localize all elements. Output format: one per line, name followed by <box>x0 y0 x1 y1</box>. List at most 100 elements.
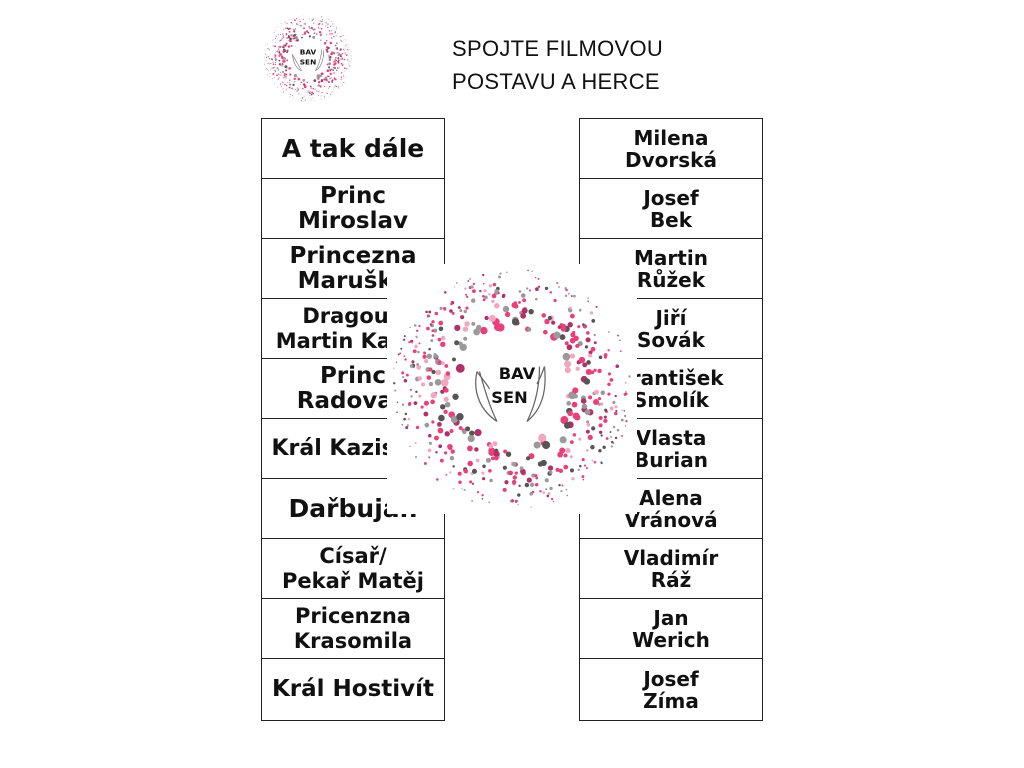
logo-dot <box>328 58 331 62</box>
logo-dot <box>278 40 281 42</box>
logo-dot <box>303 85 307 89</box>
logo-large: BAV SEN <box>387 264 637 514</box>
logo-dot <box>285 27 287 29</box>
logo-dot <box>443 387 449 393</box>
character-cell-1: A tak dále <box>262 119 444 179</box>
logo-dot <box>433 354 439 359</box>
logo-dot <box>534 297 538 301</box>
logo-dot <box>335 56 337 59</box>
logo-dot <box>321 16 323 18</box>
logo-dot <box>274 54 277 56</box>
logo-dot <box>564 367 571 374</box>
logo-dot <box>272 78 274 80</box>
logo-dot <box>308 26 311 28</box>
logo-dot <box>625 391 627 394</box>
logo-dot <box>403 417 406 421</box>
logo-dot <box>290 34 293 37</box>
logo-dot <box>410 339 414 343</box>
logo-dot <box>339 48 342 50</box>
logo-dot <box>297 89 300 91</box>
logo-dot <box>482 294 485 298</box>
title-line-1: SPOJTE FILMOVOU <box>452 36 664 61</box>
logo-dot <box>311 97 313 99</box>
logo-dot <box>312 18 314 20</box>
logo-dot <box>306 81 309 84</box>
logo-dot <box>455 282 458 284</box>
logo-large-word2: SEN <box>491 388 527 407</box>
logo-dot <box>417 350 420 354</box>
logo-dot <box>318 30 322 34</box>
logo-dot <box>519 466 524 471</box>
logo-dot <box>510 499 513 503</box>
logo-dot <box>436 478 439 481</box>
logo-dot <box>614 394 617 398</box>
logo-dot <box>333 60 336 63</box>
logo-dot <box>328 75 330 78</box>
logo-dot <box>428 367 433 372</box>
logo-dot <box>351 51 352 52</box>
logo-dot <box>593 398 600 405</box>
logo-dot <box>412 349 417 354</box>
logo-dot <box>591 426 596 431</box>
logo-dot <box>427 448 432 453</box>
logo-dot <box>280 55 284 58</box>
logo-dot <box>428 381 434 387</box>
logo-dot <box>482 477 486 481</box>
logo-dot <box>285 69 287 72</box>
logo-dot <box>333 26 335 27</box>
logo-dot <box>561 323 566 329</box>
logo-dot <box>308 97 310 98</box>
logo-dot <box>469 430 475 436</box>
logo-dot <box>301 36 303 39</box>
logo-dot <box>593 461 597 464</box>
logo-dot <box>329 26 331 28</box>
logo-dot <box>468 277 472 281</box>
logo-dot <box>393 382 396 385</box>
logo-dot <box>340 58 342 60</box>
logo-dot <box>406 424 409 427</box>
logo-dot <box>514 499 518 503</box>
logo-dot <box>404 412 408 416</box>
logo-dot <box>567 292 570 295</box>
logo-dot <box>572 433 577 437</box>
logo-dot <box>332 71 335 74</box>
logo-dot <box>462 326 469 332</box>
logo-dot <box>278 59 281 62</box>
logo-dot <box>572 330 576 335</box>
logo-dot <box>537 461 544 467</box>
logo-dot <box>612 425 616 429</box>
logo-dot <box>313 22 315 24</box>
logo-dot <box>571 401 578 408</box>
logo-dot <box>463 488 466 491</box>
logo-dot <box>282 71 284 73</box>
logo-dot <box>330 37 333 39</box>
logo-dot <box>292 83 295 86</box>
logo-dot <box>567 410 573 417</box>
logo-dot <box>488 449 496 456</box>
logo-dot <box>278 51 281 54</box>
logo-dot <box>280 86 282 88</box>
logo-dot <box>499 272 502 275</box>
logo-dot <box>405 426 409 430</box>
logo-dot <box>423 411 429 417</box>
logo-dot <box>276 67 279 70</box>
logo-dot <box>465 293 468 296</box>
logo-dot <box>325 92 327 93</box>
logo-dot <box>591 319 596 323</box>
logo-dot <box>265 59 267 61</box>
logo-dot <box>293 80 296 83</box>
logo-dot <box>278 48 280 50</box>
logo-dot <box>489 478 493 483</box>
logo-dot <box>607 349 610 352</box>
logo-dot <box>302 88 304 90</box>
logo-dot <box>321 95 323 97</box>
logo-dot <box>310 87 312 89</box>
logo-dot <box>440 404 446 410</box>
logo-dot <box>456 413 464 421</box>
logo-dot <box>269 76 270 77</box>
logo-dot <box>404 358 407 361</box>
logo-dot <box>344 47 346 49</box>
logo-dot <box>512 461 517 467</box>
logo-dot <box>275 51 277 53</box>
logo-dot <box>607 372 612 376</box>
